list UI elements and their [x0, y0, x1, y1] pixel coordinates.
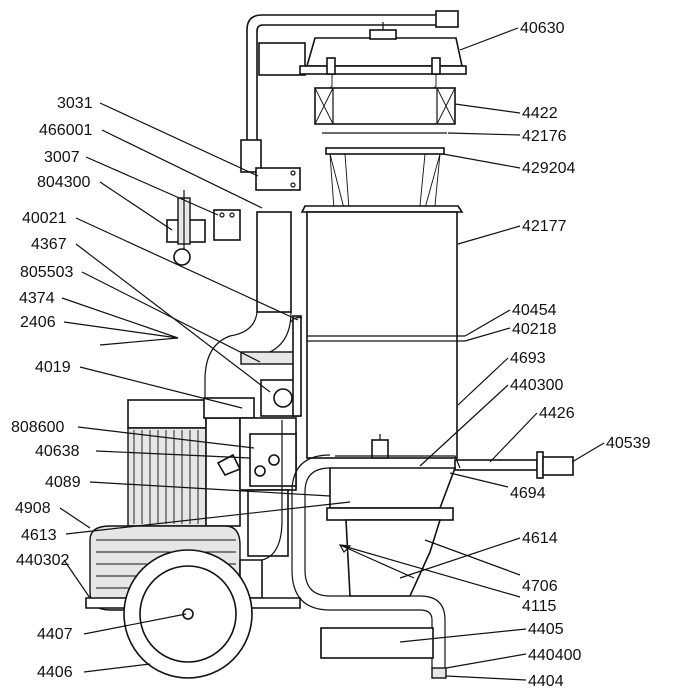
label-40454: 40454: [512, 302, 557, 319]
label-4426: 4426: [539, 405, 575, 422]
label-4614: 4614: [522, 530, 558, 547]
bracket-3031: [255, 167, 301, 191]
label-4367: 4367: [31, 236, 67, 253]
label-4405: 4405: [528, 621, 564, 638]
drain-cap: [431, 667, 447, 679]
bracket-3007: [213, 209, 241, 241]
label-440400: 440400: [528, 647, 581, 664]
filter-lid: [299, 22, 467, 93]
grille: [240, 351, 298, 365]
label-440302: 440302: [16, 552, 69, 569]
base-tank: [320, 627, 434, 659]
label-808600: 808600: [11, 419, 64, 436]
label-4613: 4613: [21, 527, 57, 544]
label-40630: 40630: [520, 20, 565, 37]
hose-bracket: [258, 42, 306, 76]
label-40021: 40021: [22, 210, 67, 227]
inlet-pipe: [454, 451, 574, 479]
filter-cartridge: [314, 87, 456, 125]
part-labels: 40630 4422 42176 429204 42177 3031 46600…: [11, 20, 651, 690]
label-42176: 42176: [522, 128, 567, 145]
label-4422: 4422: [522, 105, 558, 122]
label-805503: 805503: [20, 264, 73, 281]
switch-box: [216, 417, 297, 557]
label-40638: 40638: [35, 443, 80, 460]
rear-tube-bend: [204, 311, 258, 420]
label-4019: 4019: [35, 359, 71, 376]
label-4407: 4407: [37, 626, 73, 643]
label-40539: 40539: [606, 435, 651, 452]
label-3007: 3007: [44, 149, 80, 166]
label-4089: 4089: [45, 474, 81, 491]
label-440300: 440300: [510, 377, 563, 394]
hose-end: [240, 139, 262, 173]
machine-illustration: [85, 10, 574, 679]
return-pipe: [304, 467, 446, 670]
label-429204: 429204: [522, 160, 575, 177]
label-4406: 4406: [37, 664, 73, 681]
label-4404: 4404: [528, 673, 564, 690]
label-466001: 466001: [39, 122, 92, 139]
label-4115: 4115: [522, 598, 557, 615]
rear-tube: [256, 211, 292, 313]
label-2406: 2406: [20, 314, 56, 331]
label-4693: 4693: [510, 350, 546, 367]
hose-clamp: [435, 10, 459, 28]
label-3031: 3031: [57, 95, 93, 112]
label-4706: 4706: [522, 578, 558, 595]
label-42177: 42177: [522, 218, 567, 235]
label-804300: 804300: [37, 174, 90, 191]
label-4374: 4374: [19, 290, 55, 307]
container: [300, 205, 465, 459]
label-40218: 40218: [512, 321, 557, 338]
leader-lines: [59, 27, 605, 681]
separator: [326, 434, 461, 597]
valve-804300: [166, 190, 206, 266]
label-4908: 4908: [15, 500, 51, 517]
label-4694: 4694: [510, 485, 546, 502]
